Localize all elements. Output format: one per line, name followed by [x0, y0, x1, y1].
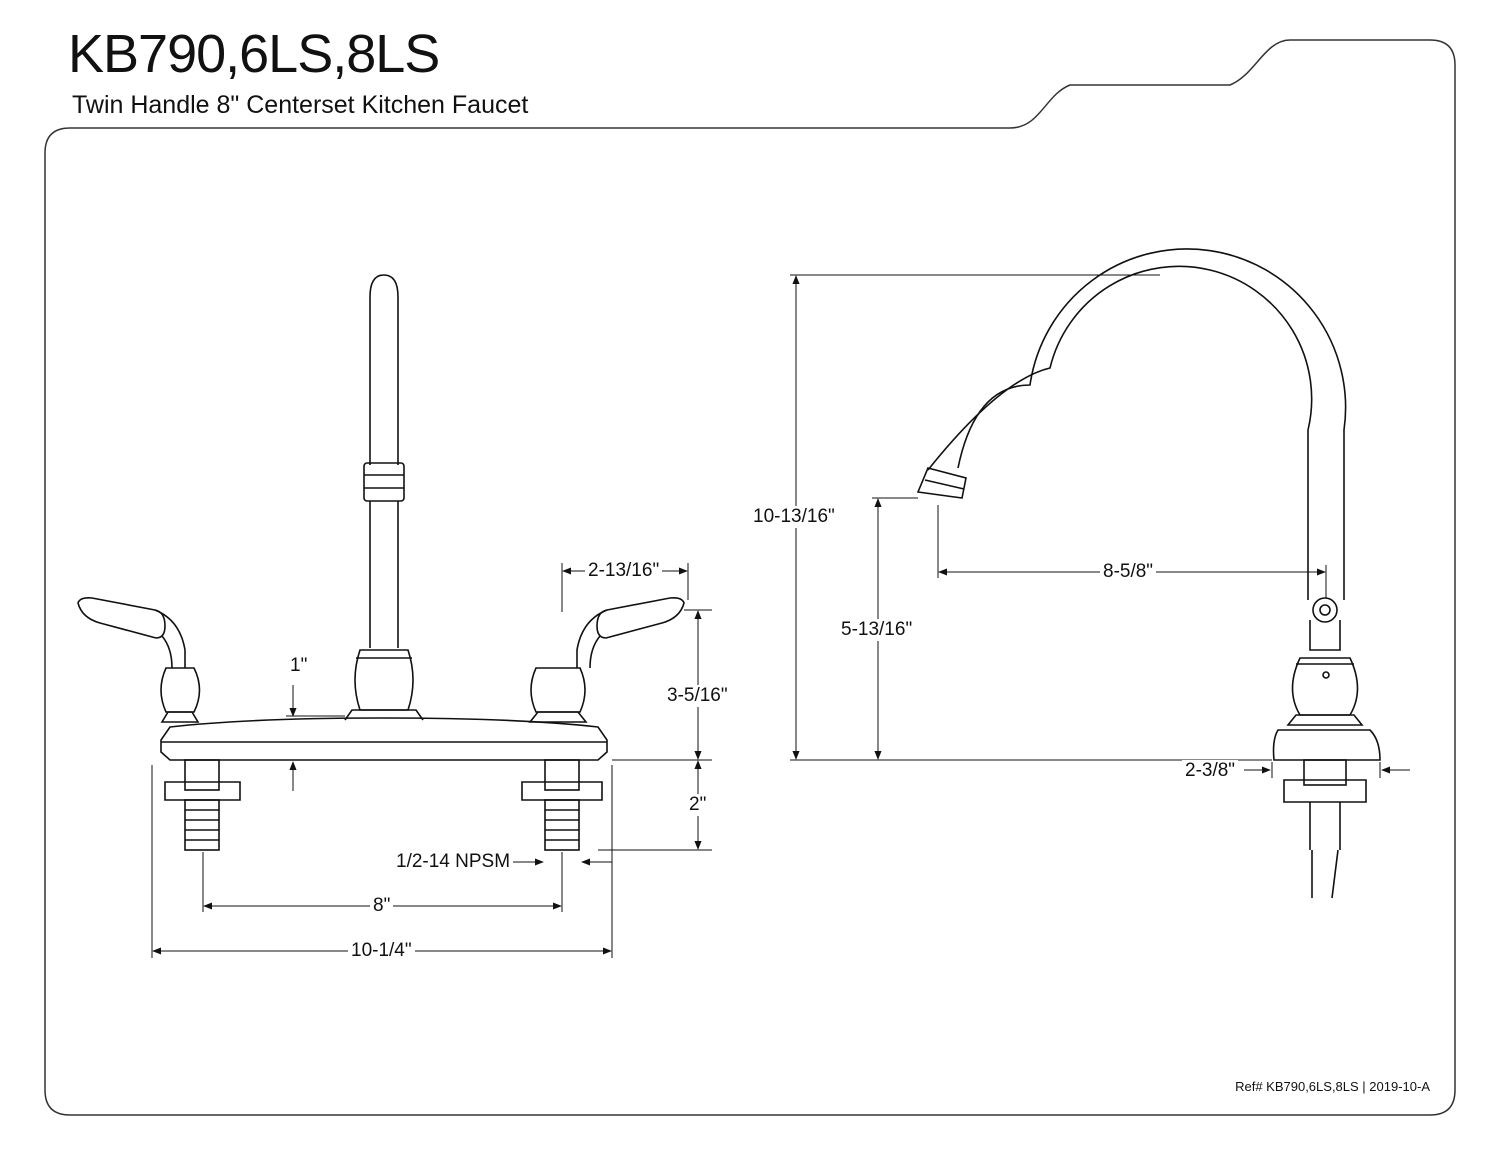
- dim-handle-reach: 2-13/16": [585, 560, 663, 582]
- gooseneck-outer: [957, 248, 1347, 600]
- handle-pivot: [1312, 597, 1338, 623]
- aerator: [363, 462, 405, 502]
- dim-spout-reach: 8-5/8": [1100, 561, 1157, 583]
- dim-deck-thickness: 1": [287, 655, 311, 677]
- side-dimension-lines: [790, 274, 1410, 778]
- left-handle: [77, 597, 201, 723]
- sheet-border: [44, 39, 1456, 1116]
- dim-overall-height: 10-13/16": [750, 506, 838, 528]
- dim-overall-width: 10-1/4": [348, 940, 415, 962]
- drawing-title: KB790,6LS,8LS: [68, 24, 440, 84]
- spout-nozzle: [916, 467, 967, 499]
- front-view-drawing: [77, 274, 685, 851]
- dim-spout-clearance: 5-13/16": [838, 619, 916, 641]
- deck-plate: [160, 717, 608, 761]
- drawing-subtitle: Twin Handle 8" Centerset Kitchen Faucet: [72, 91, 529, 119]
- dim-shank-length: 2": [686, 794, 710, 816]
- gooseneck-inner: [927, 265, 1313, 600]
- side-body: [1291, 657, 1359, 716]
- dim-handle-height: 3-5/16": [664, 685, 731, 707]
- right-handle: [528, 597, 685, 723]
- side-view-drawing: [916, 248, 1381, 899]
- left-shank: [164, 759, 241, 851]
- spout-base: [354, 649, 414, 711]
- right-shank: [521, 759, 603, 851]
- dim-base-depth: 2-3/8": [1182, 760, 1239, 782]
- dim-centers: 8": [370, 895, 394, 917]
- spout-tip: [369, 274, 399, 298]
- supply-line: [1311, 849, 1339, 899]
- side-base: [1272, 729, 1381, 761]
- reference-number: Ref# KB790,6LS,8LS | 2019-10-A: [1235, 1079, 1430, 1094]
- dim-thread-spec: 1/2-14 NPSM: [393, 851, 514, 873]
